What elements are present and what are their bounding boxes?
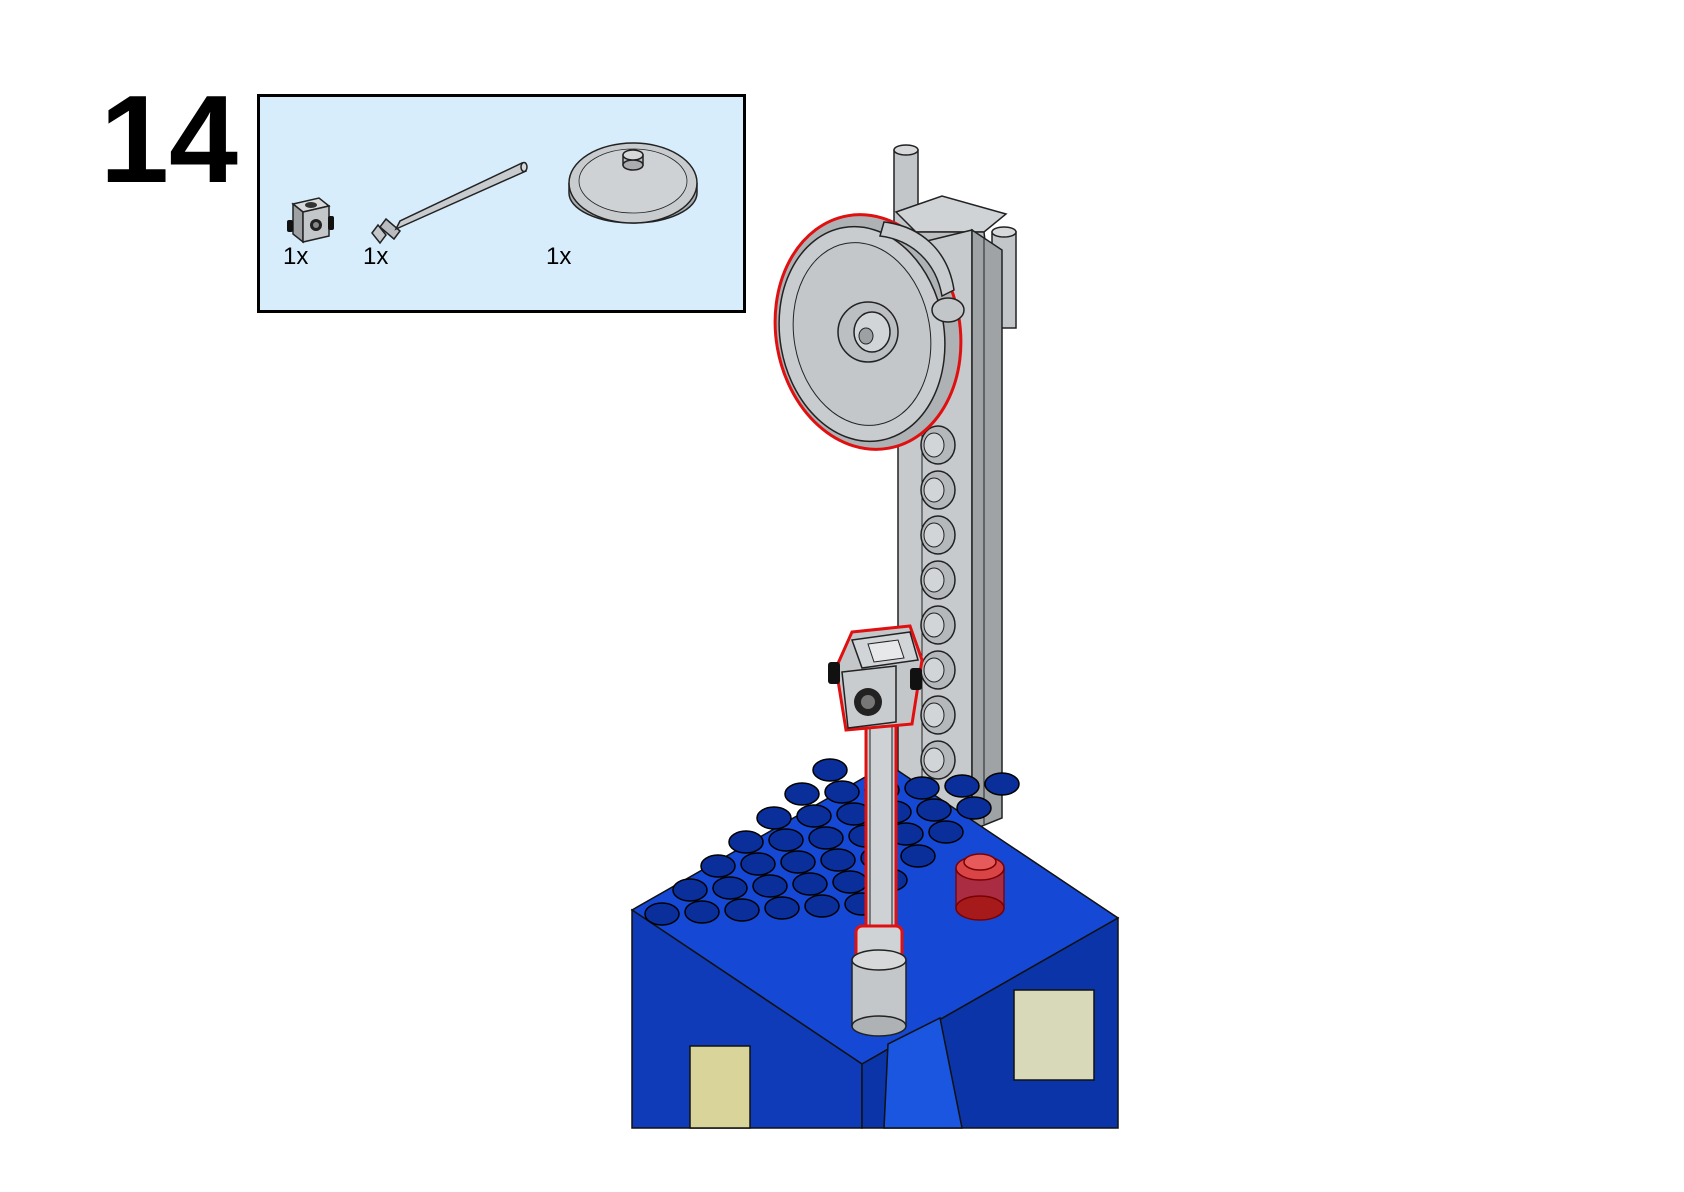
stud: [780, 850, 816, 874]
stud: [752, 874, 788, 898]
part-quantity: 1x: [546, 243, 572, 270]
stud: [808, 826, 844, 850]
stud: [900, 844, 936, 868]
axle-new-part: [851, 718, 907, 1037]
stud: [832, 870, 868, 894]
part-quantity: 1x: [363, 243, 389, 270]
pulley-wheel-new-part: [773, 213, 963, 451]
stud: [944, 774, 980, 798]
stud: [984, 772, 1020, 796]
stud: [756, 806, 792, 830]
technic-brick-new-part: [828, 624, 924, 732]
stud: [928, 820, 964, 844]
stud: [824, 780, 860, 804]
stud: [700, 854, 736, 878]
stud: [796, 804, 832, 828]
stud: [672, 878, 708, 902]
stud: [712, 876, 748, 900]
stud: [768, 828, 804, 852]
stud: [804, 894, 840, 918]
stud: [684, 900, 720, 924]
stud: [740, 852, 776, 876]
stud: [812, 758, 848, 782]
stud: [644, 902, 680, 926]
axle-icon: [371, 161, 528, 245]
stud: [784, 782, 820, 806]
stud: [792, 872, 828, 896]
stud: [764, 896, 800, 920]
technic-brick-icon: [287, 197, 334, 244]
stud: [916, 798, 952, 822]
stud: [724, 898, 760, 922]
part-quantity: 1x: [283, 243, 309, 270]
parts-list-box: 1x 1x 1x: [257, 94, 746, 313]
stud: [904, 776, 940, 800]
stud: [820, 848, 856, 872]
pulley-wheel-icon: [568, 142, 698, 224]
stud: [956, 796, 992, 820]
step-number: 14: [100, 71, 238, 209]
stud: [728, 830, 764, 854]
